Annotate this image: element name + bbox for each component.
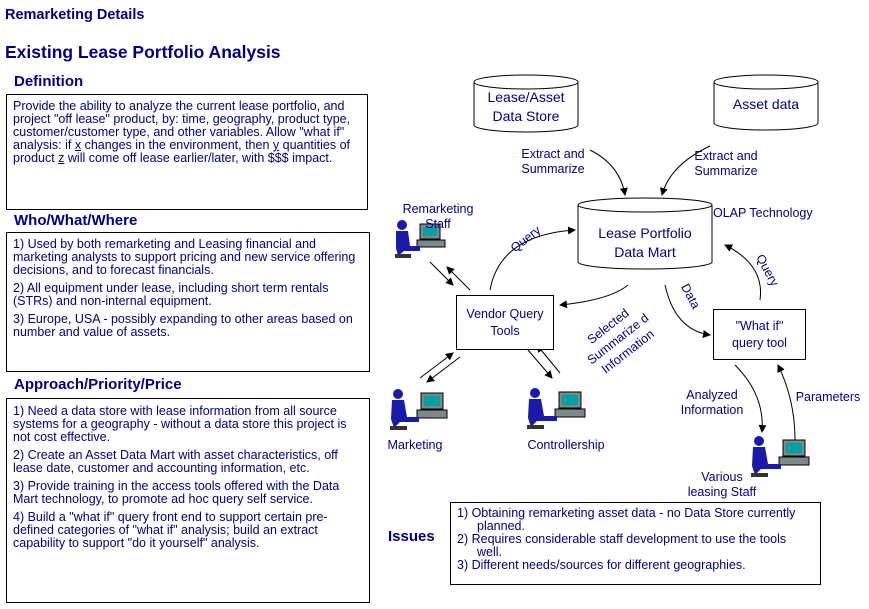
definition-var-z: z	[58, 151, 65, 165]
data-mart-cylinder	[577, 197, 713, 270]
parameters-label: Parameters	[795, 390, 861, 404]
arrow-marketing-to-vendor	[419, 352, 454, 379]
extract-left-label: Extract and Summarize	[521, 147, 585, 176]
approach-item: 3) Provide training in the access tools …	[13, 479, 340, 506]
what-if-tool-box: "What if" query tool	[713, 309, 806, 360]
arrow-selected-info	[559, 284, 629, 309]
definition-text-4: will come off lease earlier/later, with …	[64, 151, 333, 165]
leasing-staff-label: Various leasing Staff	[687, 470, 757, 499]
extract-right-label: Extract and Summarize	[694, 149, 758, 178]
arrow-vendor-to-marketing	[426, 356, 461, 383]
approach-item: 4) Build a "what if" query front end to …	[13, 510, 328, 550]
issues-item: 3) Different needs/sources for different…	[457, 558, 746, 572]
olap-label: OLAP Technology	[713, 206, 813, 220]
arrow-query-right	[724, 244, 762, 301]
issues-label: Issues	[388, 528, 435, 545]
issues-box: 1) Obtaining remarketing asset data - no…	[450, 502, 821, 585]
marketing-label: Marketing	[387, 438, 443, 452]
marketing-staff-icon	[390, 389, 448, 430]
definition-var-y: y	[272, 138, 280, 152]
section-title: Remarketing Details	[5, 7, 145, 23]
controllership-staff-icon	[527, 388, 586, 429]
page-title: Existing Lease Portfolio Analysis	[5, 42, 281, 62]
definition-text-2: changes in the environment, then	[81, 138, 273, 152]
who-item: 2) All equipment under lease, including …	[13, 281, 329, 308]
data-mart-label: Lease Portfolio Data Mart	[598, 225, 692, 260]
definition-var-x: x	[74, 138, 82, 152]
controllership-label: Controllership	[527, 438, 605, 452]
lease-store-cylinder	[473, 74, 579, 133]
lease-store-label: Lease/Asset Data Store	[487, 89, 565, 124]
arrow-vendor-to-controllership	[527, 349, 553, 379]
arrow-query-left	[489, 226, 576, 291]
approach-box: 1) Need a data store with lease informat…	[6, 398, 370, 603]
issues-item: 1) Obtaining remarketing asset data - no…	[457, 506, 796, 533]
vendor-query-tools-label: Vendor Query Tools	[466, 306, 544, 338]
remarketing-staff-label: Remarketing Staff	[402, 202, 474, 231]
arrow-extract-right	[659, 145, 711, 196]
arrow-data	[664, 284, 711, 338]
approach-item: 2) Create an Asset Data Mart with asset …	[13, 448, 338, 475]
who-item: 1) Used by both remarketing and Leasing …	[13, 237, 356, 277]
remarketing-staff-icon	[395, 220, 446, 258]
approach-item: 1) Need a data store with lease informat…	[13, 404, 347, 444]
asset-data-cylinder	[713, 74, 819, 131]
analyzed-info-label: Analyzed Information	[680, 388, 744, 417]
arrow-remarketing-to-vendor	[429, 261, 454, 286]
definition-text-1: Provide the ability to analyze the curre…	[13, 99, 351, 152]
definition-heading: Definition	[14, 73, 84, 90]
definition-text-3: quantities of product	[13, 138, 351, 165]
arrow-analyzed	[734, 364, 767, 433]
arrow-extract-left	[589, 149, 628, 196]
who-item: 3) Europe, USA - possibly expanding to o…	[13, 312, 353, 339]
who-heading: Who/What/Where	[14, 212, 138, 229]
arrow-vendor-to-remarketing	[446, 266, 471, 291]
what-if-tool-label: "What if" query tool	[732, 318, 787, 350]
issues-item: 2) Requires considerable staff developme…	[457, 532, 787, 559]
asset-data-label: Asset data	[732, 96, 800, 112]
arrow-parameters	[777, 364, 796, 441]
approach-heading: Approach/Priority/Price	[14, 376, 182, 393]
who-box: 1) Used by both remarketing and Leasing …	[6, 232, 370, 372]
definition-box: Provide the ability to analyze the curre…	[6, 94, 368, 210]
vendor-query-tools-box: Vendor Query Tools	[456, 295, 554, 350]
leasing-staff-icon	[751, 436, 810, 477]
